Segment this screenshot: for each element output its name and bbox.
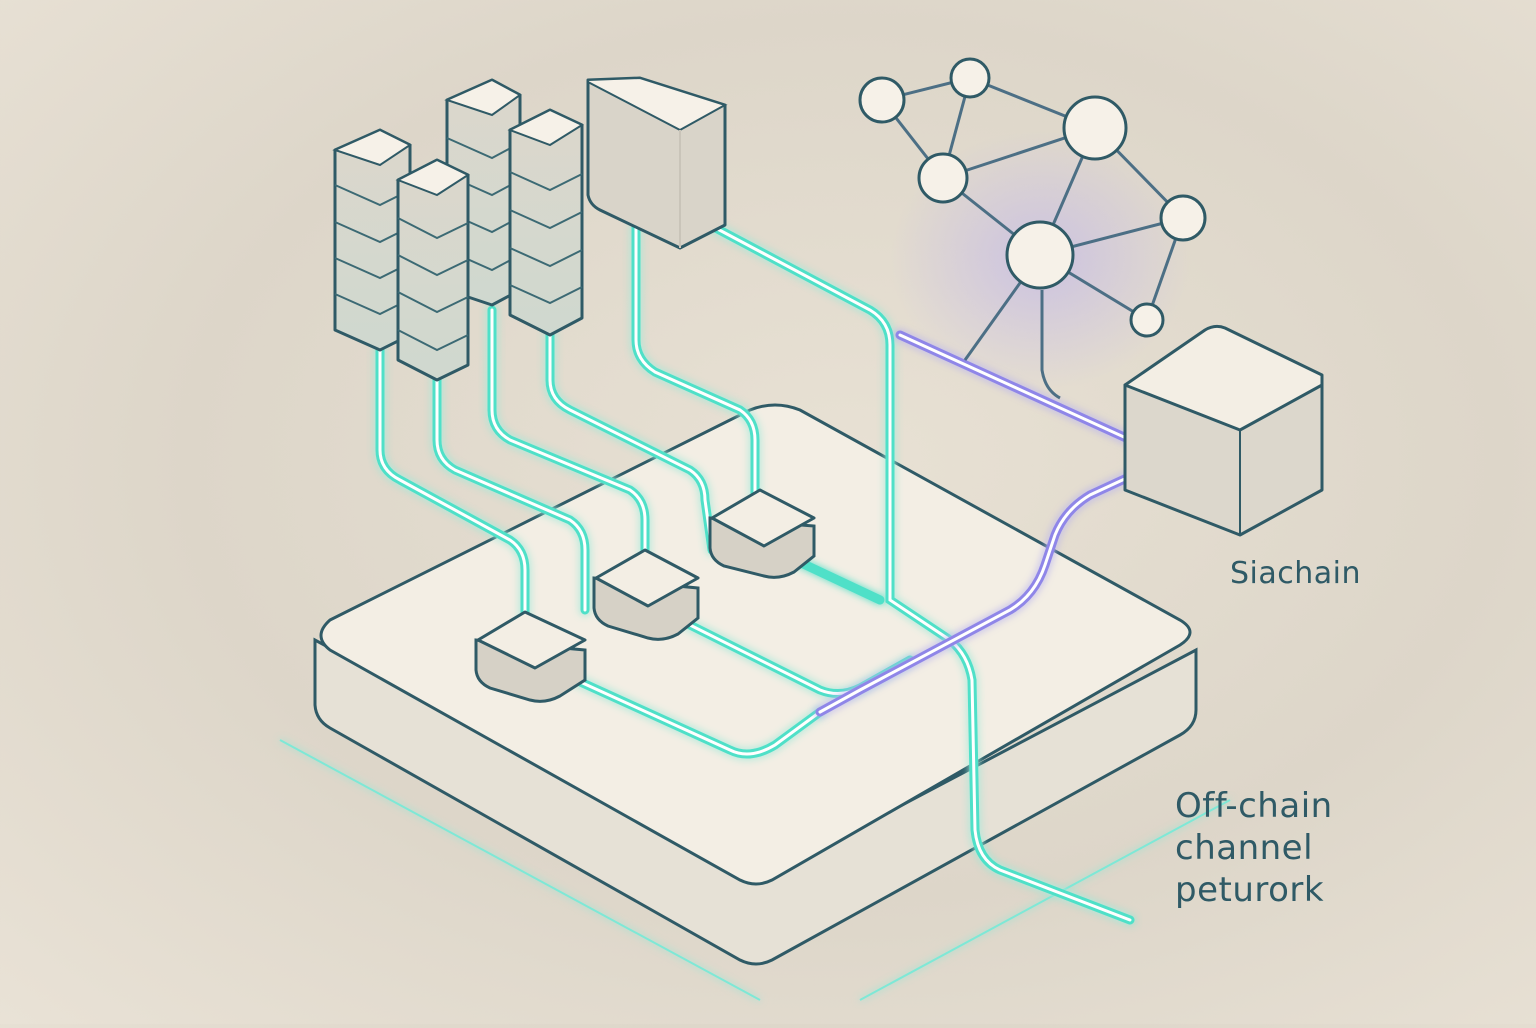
floor-glow-lines xyxy=(279,739,1231,1001)
network-node xyxy=(917,152,969,204)
channel-lines xyxy=(375,220,1135,925)
offchain-network-label: Off-chain channel peturork xyxy=(1175,785,1333,911)
storage-stack-2 xyxy=(395,158,471,382)
siachain-label: Siachain xyxy=(1230,556,1362,591)
offchain-label-line-1: Off-chain xyxy=(1175,786,1333,826)
channel-node-2 xyxy=(592,548,700,641)
storage-stack-1 xyxy=(332,128,412,352)
offchain-label-line-2: channel xyxy=(1175,828,1314,868)
network-node xyxy=(949,57,991,99)
host-box xyxy=(586,76,728,250)
storage-stack-4 xyxy=(507,108,585,337)
network-node xyxy=(1159,194,1207,242)
offchain-label-line-3: peturork xyxy=(1175,870,1325,910)
network-node xyxy=(858,76,906,124)
channel-node-1 xyxy=(474,610,587,703)
network-node xyxy=(1005,220,1075,290)
channel-node-3 xyxy=(708,488,816,579)
network-graph xyxy=(858,57,1207,400)
siachain-box xyxy=(1123,324,1324,537)
network-node xyxy=(1062,95,1128,161)
network-node xyxy=(1129,302,1165,338)
